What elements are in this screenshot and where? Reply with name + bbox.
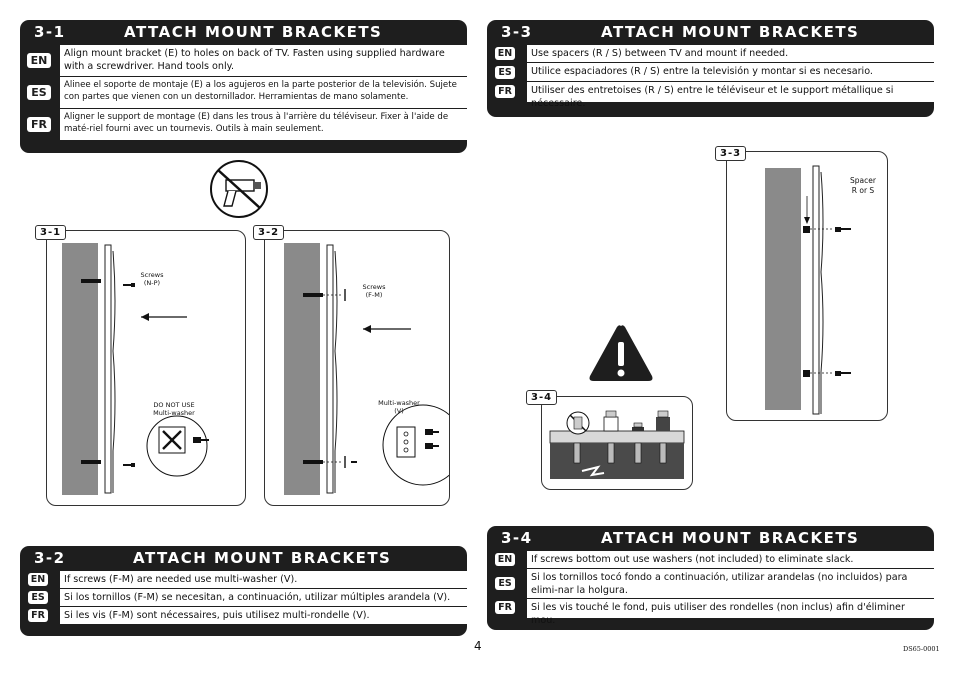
- lang-badge-es: ES: [495, 66, 515, 79]
- lang-badge-en: EN: [495, 553, 515, 566]
- section-number: 3-4: [501, 529, 533, 547]
- instruction-text: Utiliser des entretoises (R / S) entre l…: [531, 85, 894, 109]
- figure-3-3-drawing: [765, 165, 851, 415]
- instruction-row-fr: FR Si les vis touché le fond, puis utili…: [495, 599, 934, 626]
- figure-label: 3-2: [253, 225, 285, 240]
- instruction-rows: EN If screws bottom out use washers (not…: [495, 551, 934, 626]
- section-3-4-header: 3-4 ATTACH MOUNT BRACKETS: [487, 526, 934, 550]
- instruction-row-fr: FR Si les vis (F-M) sont nécessaires, pu…: [28, 607, 467, 624]
- figure-3-2: 3-2 Screws (F-M) Multi-washer (V): [253, 225, 450, 506]
- instruction-rows: EN If screws (F-M) are needed use multi-…: [28, 571, 467, 624]
- figure-label: 3-3: [715, 146, 747, 161]
- section-3-1-panel: 3-1 ATTACH MOUNT BRACKETS EN Align mount…: [20, 20, 467, 153]
- figure-3-4: 3-4: [526, 390, 693, 490]
- instruction-text: Utilice espaciadores (R / S) entre la te…: [531, 66, 873, 77]
- instruction-text: If screws (F-M) are needed use multi-was…: [64, 574, 298, 585]
- figure-3-3: 3-3 Spacer R or S: [715, 146, 888, 421]
- section-title: ATTACH MOUNT BRACKETS: [124, 23, 383, 41]
- section-3-2-panel: 3-2 ATTACH MOUNT BRACKETS EN If screws (…: [20, 546, 467, 636]
- warning-triangle-icon: [589, 325, 653, 381]
- section-3-2-header: 3-2 ATTACH MOUNT BRACKETS: [20, 546, 467, 570]
- instruction-row-fr: FR Utiliser des entretoises (R / S) entr…: [495, 82, 934, 109]
- instruction-text: Align mount bracket (E) to holes on back…: [64, 48, 445, 72]
- instruction-text: Si les vis (F-M) sont nécessaires, puis …: [64, 610, 370, 621]
- lang-badge-fr: FR: [495, 601, 515, 614]
- multi-washer-callout: Multi-washer (V): [378, 399, 420, 415]
- figure-3-1: 3-1 Screws (N-P) DO NOT USE Multi-washer: [35, 225, 246, 506]
- figure-3-2-drawing: [284, 243, 449, 495]
- figure-label: 3-1: [35, 225, 67, 240]
- screws-callout: Screws (F-M): [362, 283, 386, 299]
- lang-badge-en: EN: [27, 53, 51, 68]
- instruction-text: Alinee el soporte de montaje (E) a los a…: [64, 80, 457, 102]
- section-number: 3-3: [501, 23, 533, 41]
- instruction-text: Si los tornillos (F-M) se necesitan, a c…: [64, 592, 451, 603]
- instruction-row-es: ES Si los tornillos (F-M) se necesitan, …: [28, 589, 467, 607]
- lang-badge-en: EN: [495, 47, 515, 60]
- section-title: ATTACH MOUNT BRACKETS: [601, 529, 860, 547]
- do-not-use-callout: DO NOT USE Multi-washer: [153, 401, 195, 417]
- instruction-text: Si les vis touché le fond, puis utiliser…: [531, 602, 905, 626]
- instruction-row-fr: FR Aligner le support de montage (E) dan…: [27, 109, 467, 140]
- instruction-text: Aligner le support de montage (E) dans l…: [64, 112, 449, 134]
- lang-badge-fr: FR: [28, 609, 48, 622]
- figure-label: 3-4: [526, 390, 558, 405]
- instruction-rows: EN Align mount bracket (E) to holes on b…: [27, 45, 467, 140]
- section-title: ATTACH MOUNT BRACKETS: [133, 549, 392, 567]
- section-number: 3-2: [34, 549, 66, 567]
- instruction-row-es: ES Utilice espaciadores (R / S) entre la…: [495, 63, 934, 82]
- lang-badge-fr: FR: [27, 117, 51, 132]
- instruction-row-es: ES Si los tornillos tocó fondo a continu…: [495, 569, 934, 599]
- figure-3-4-drawing: [549, 410, 685, 479]
- section-3-3-header: 3-3 ATTACH MOUNT BRACKETS: [487, 20, 934, 44]
- page-number: 4: [474, 639, 482, 653]
- instruction-row-en: EN Use spacers (R / S) between TV and mo…: [495, 45, 934, 63]
- instruction-row-es: ES Alinee el soporte de montaje (E) a lo…: [27, 77, 467, 109]
- lang-badge-es: ES: [495, 577, 515, 590]
- section-3-3-panel: 3-3 ATTACH MOUNT BRACKETS EN Use spacers…: [487, 20, 934, 117]
- section-3-1-header: 3-1 ATTACH MOUNT BRACKETS: [20, 20, 467, 44]
- instruction-row-en: EN If screws (F-M) are needed use multi-…: [28, 571, 467, 589]
- lang-badge-es: ES: [28, 591, 48, 604]
- spacer-callout: Spacer R or S: [850, 176, 876, 195]
- lang-badge-fr: FR: [495, 85, 515, 98]
- instruction-rows: EN Use spacers (R / S) between TV and mo…: [495, 45, 934, 109]
- screws-callout: Screws (N-P): [140, 271, 164, 287]
- lang-badge-en: EN: [28, 573, 48, 586]
- figure-3-1-drawing: [62, 243, 209, 495]
- instruction-text: If screws bottom out use washers (not in…: [531, 554, 854, 565]
- section-number: 3-1: [34, 23, 66, 41]
- section-3-4-panel: 3-4 ATTACH MOUNT BRACKETS EN If screws b…: [487, 526, 934, 630]
- instruction-row-en: EN Align mount bracket (E) to holes on b…: [27, 45, 467, 77]
- instruction-text: Si los tornillos tocó fondo a continuaci…: [531, 572, 908, 596]
- lang-badge-es: ES: [27, 85, 51, 100]
- instruction-row-en: EN If screws bottom out use washers (not…: [495, 551, 934, 569]
- instruction-text: Use spacers (R / S) between TV and mount…: [531, 48, 789, 59]
- no-power-tools-icon: [210, 160, 268, 218]
- section-title: ATTACH MOUNT BRACKETS: [601, 23, 860, 41]
- document-code: DS65-0001: [903, 645, 940, 653]
